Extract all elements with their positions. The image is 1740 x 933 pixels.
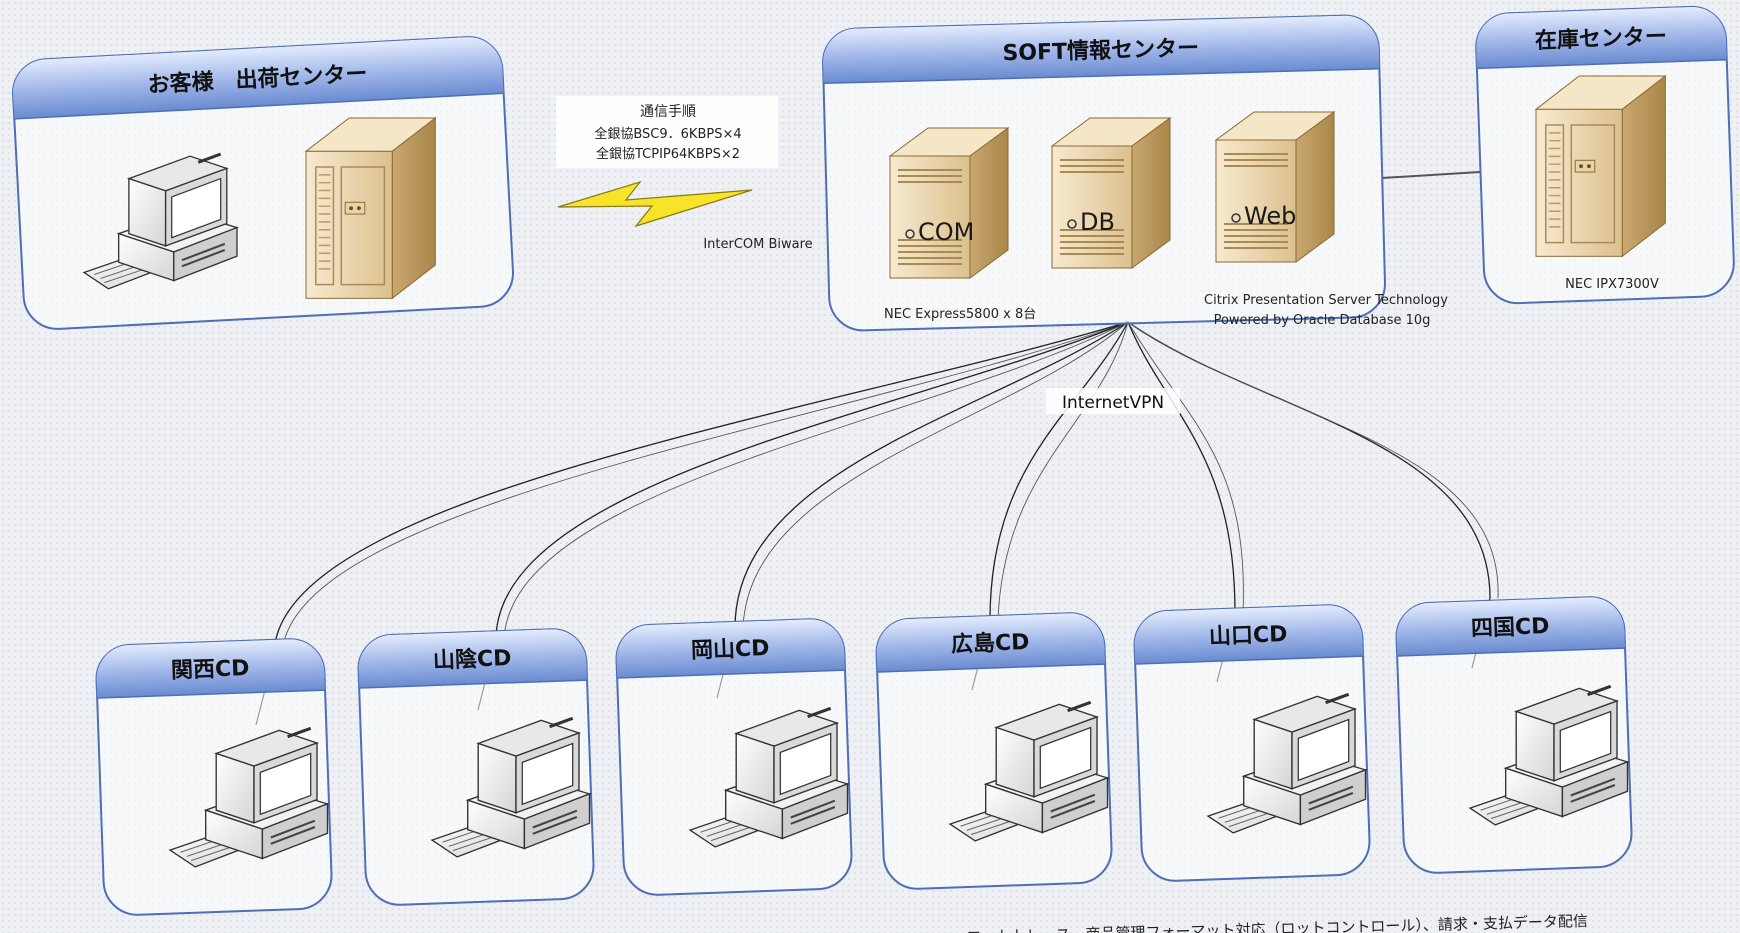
- vpn-link-1: [273, 321, 1129, 656]
- inventory-center-header: [1475, 5, 1727, 69]
- vpn-link-5-b: [1127, 321, 1244, 613]
- server-label: DB: [1080, 208, 1115, 236]
- server-tower-icon: [889, 127, 1009, 279]
- branch-center-5-header: [1133, 604, 1364, 665]
- soft-center-title: SOFT情報センター: [1002, 35, 1199, 66]
- server-2: DB: [1051, 117, 1171, 269]
- branch-center-1-title: 関西CD: [171, 656, 250, 684]
- vpn-link-6-b: [1127, 321, 1499, 599]
- power-led-icon: [1067, 219, 1077, 229]
- lightning-bolt-icon: [557, 180, 753, 228]
- vpn-link-5: [1127, 321, 1236, 613]
- inventory-note: NEC IPX7300V: [1565, 277, 1659, 292]
- server-tower-icon: [1051, 117, 1171, 269]
- customer-center: お客様 出荷センター: [11, 35, 514, 330]
- power-led-icon: [1231, 213, 1241, 223]
- server-tower-icon: [1215, 111, 1335, 263]
- vpn-link-1-b: [281, 321, 1129, 656]
- procedure-line-2: 全銀協TCPIP64KBPS×2: [596, 146, 740, 162]
- inventory-link: [1381, 171, 1481, 179]
- branch-center-5-title: 山口CD: [1209, 622, 1288, 650]
- branch-center-6-header: [1395, 596, 1626, 657]
- customer-center-header: [11, 35, 504, 119]
- branch-center-4-title: 広島CD: [951, 629, 1030, 658]
- vpn-link-3: [734, 321, 1129, 629]
- server-label: Web: [1244, 202, 1296, 230]
- branch-center-3-header: [615, 618, 846, 679]
- branch-center-1-header: [95, 638, 326, 699]
- vpn-label: InternetVPN: [1062, 393, 1164, 413]
- footer-caption: ロットトレース、商品管理フォーマット対応（ロットコントロール）、請求・支払データ…: [966, 912, 1588, 933]
- server-label: COM: [918, 218, 974, 246]
- vpn-link-2: [495, 321, 1129, 641]
- soft-center-header: [822, 14, 1380, 84]
- procedure-box: [556, 96, 778, 168]
- vpn-link-6: [1127, 321, 1491, 599]
- soft-hardware-note: NEC Express5800 x 8台: [884, 307, 1036, 322]
- branch-center-4-header: [875, 612, 1106, 673]
- link-software-label: InterCOM Biware: [703, 237, 812, 252]
- vpn-label-bg: [1046, 388, 1180, 414]
- branch-center-2-header: [357, 628, 588, 689]
- vpn-link-2-b: [503, 321, 1129, 641]
- power-led-icon: [905, 229, 915, 239]
- vpn-link-4-b: [997, 321, 1129, 621]
- vpn-link-3-b: [742, 321, 1129, 629]
- branch-center-3-title: 岡山CD: [691, 636, 770, 664]
- procedure-title: 通信手順: [640, 104, 696, 120]
- server-1: COM: [889, 127, 1009, 279]
- branch-center-2-title: 山陰CD: [433, 645, 512, 674]
- branch-center-6-title: 四国CD: [1471, 614, 1550, 642]
- inventory-center-title: 在庫センター: [1535, 23, 1668, 54]
- soft-software-note-1: Citrix Presentation Server Technology: [1204, 293, 1448, 308]
- procedure-line-1: 全銀協BSC9．6KBPS×4: [594, 126, 741, 142]
- soft-software-note-2: Powered by Oracle Database 10g: [1214, 313, 1431, 328]
- inventory-server-icon: [1535, 75, 1667, 258]
- customer-server-icon: [305, 117, 437, 300]
- server-3: Web: [1215, 111, 1335, 263]
- vpn-link-4: [989, 321, 1129, 621]
